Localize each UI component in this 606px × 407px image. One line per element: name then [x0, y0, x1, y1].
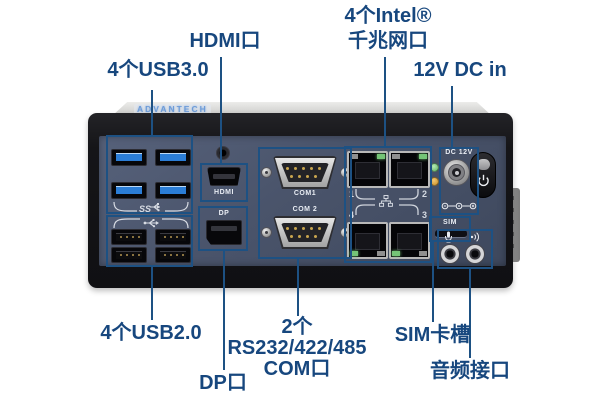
usb3-port-3	[111, 182, 147, 199]
lan-port-1	[347, 151, 388, 188]
leader-usb2	[151, 267, 153, 320]
label-audio: 音频接口	[430, 360, 510, 382]
lan-number-2: 2	[422, 189, 428, 199]
power-button-indicator	[477, 159, 490, 170]
label-dc: 12V DC in	[413, 59, 507, 81]
leader-com	[297, 259, 299, 316]
device-top-surface: ADVANTECH	[112, 102, 492, 116]
box-audio	[437, 229, 493, 269]
usb3-port-1	[111, 149, 147, 166]
dc-polarity-icon	[441, 202, 477, 210]
com1-port	[273, 156, 337, 189]
mic-in-jack	[440, 244, 460, 264]
leader-dc	[451, 86, 453, 147]
label-lan-line2: 千兆网口	[348, 30, 428, 52]
label-hdmi: HDMI口	[189, 30, 261, 52]
usb2-trident-icon	[113, 218, 189, 229]
com1-screw-left	[261, 167, 272, 178]
com1-port-label: COM1	[293, 190, 317, 197]
line-out-icon	[470, 232, 479, 242]
network-icon	[379, 195, 393, 207]
svg-text:SS: SS	[139, 204, 151, 214]
box-dp	[198, 206, 248, 251]
lan-brace-graphic	[355, 189, 419, 215]
brand-logo: ADVANTECH	[134, 104, 211, 114]
label-lan: 4个Intel® 千兆网口	[330, 4, 446, 54]
label-sim: SIM卡槽	[394, 324, 471, 346]
leader-lan	[384, 57, 386, 146]
dc-power-jack	[443, 159, 470, 186]
lan-number-3: 3	[422, 210, 428, 220]
sim-slot-label: SIM	[443, 219, 457, 226]
usb3-superspeed-icon: SS	[113, 201, 189, 214]
hdmi-port-label: HDMI	[214, 189, 234, 196]
label-lan-line1: 4个Intel®	[344, 5, 432, 27]
lan-port-2	[389, 151, 430, 188]
label-dp: DP口	[199, 372, 247, 394]
box-usb3	[106, 135, 193, 214]
lan-port-3	[389, 222, 430, 259]
box-usb2	[106, 215, 193, 267]
leader-hdmi	[220, 57, 222, 163]
usb3-port-4	[155, 182, 191, 199]
leader-usb3	[151, 90, 153, 137]
leader-audio	[469, 269, 471, 358]
power-icon	[478, 174, 489, 187]
label-usb3: 4个USB3.0	[107, 59, 209, 81]
power-button	[470, 152, 496, 198]
usb2-port-3	[111, 247, 147, 263]
dp-port-label: DP	[218, 210, 230, 217]
com2-port-label: COM 2	[292, 206, 318, 213]
lan-port-4	[347, 222, 388, 259]
label-usb2: 4个USB2.0	[100, 322, 202, 344]
mounting-screw-hole	[216, 146, 230, 160]
label-com-line3: COM口	[263, 358, 331, 380]
dc-jack-label: DC 12V	[445, 149, 473, 156]
com2-port	[273, 216, 337, 249]
box-hdmi	[200, 163, 248, 202]
box-lan	[344, 146, 432, 263]
box-dc	[439, 147, 479, 215]
displayport-port	[206, 220, 242, 245]
com2-screw-left	[261, 227, 272, 238]
leader-sim	[432, 242, 434, 322]
usb3-port-2	[155, 149, 191, 166]
line-out-jack	[465, 244, 485, 264]
label-com: 2个 RS232/422/485 COM口	[222, 317, 372, 380]
label-com-line2: RS232/422/485	[227, 337, 367, 359]
usb2-port-1	[111, 229, 147, 245]
label-com-line1: 2个	[281, 316, 313, 338]
usb2-port-4	[155, 247, 191, 263]
usb2-port-2	[155, 229, 191, 245]
box-com	[258, 147, 352, 259]
leader-dp	[223, 251, 225, 370]
